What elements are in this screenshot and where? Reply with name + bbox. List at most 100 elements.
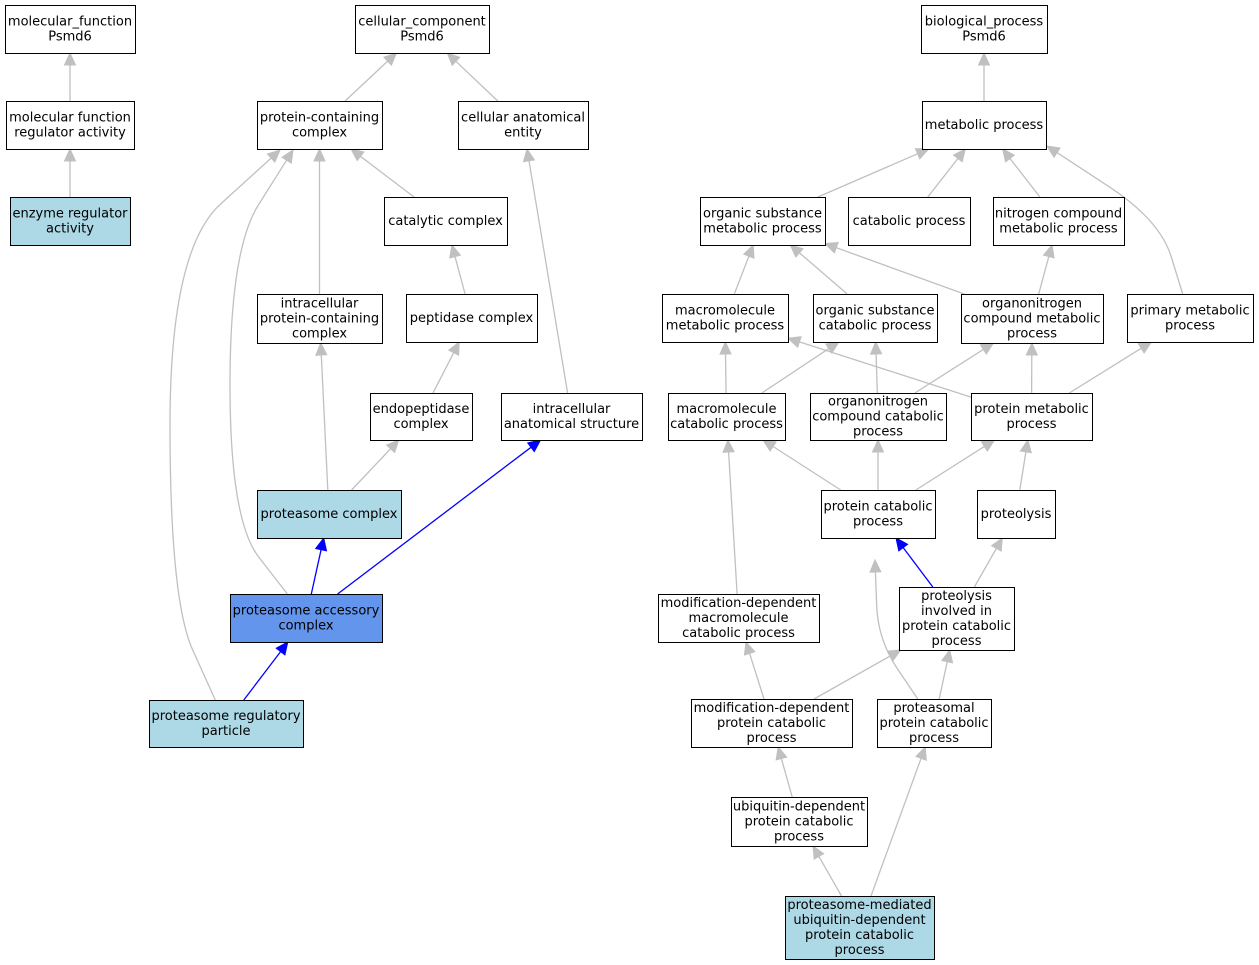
node-box (813, 294, 938, 343)
edge-line (938, 661, 948, 700)
node-box (662, 294, 789, 343)
edge-arrowhead (281, 148, 294, 164)
edge-line (432, 352, 455, 394)
edge-macro_met-to-org_sub_met (733, 243, 755, 295)
node-label-line: compound catabolic (812, 410, 944, 425)
node-label-line: metabolic process (666, 319, 785, 334)
node-label-line: catabolic process (853, 214, 966, 229)
node-metab[interactable]: metabolic process (922, 101, 1047, 150)
edge-arrowhead (63, 51, 77, 66)
node-label-line: cellular anatomical (461, 111, 585, 126)
node-box (785, 896, 935, 960)
edge-prot_cat-to-orgnitro_cat (871, 438, 885, 490)
node-label-line: catabolic process (670, 417, 783, 432)
edge-arrowhead (1137, 341, 1153, 354)
node-label-line: regulator activity (14, 126, 126, 141)
edge-mod_prot_cat-to-proteo_inv (813, 649, 902, 700)
node-label-line: complex (292, 126, 347, 141)
edge-arrowhead (522, 147, 536, 163)
edge-arrowhead (775, 745, 788, 761)
edge-arrowhead (742, 243, 755, 259)
edge-prot_cat-to-prot_met (915, 439, 996, 491)
node-label-line: peptidase complex (410, 311, 534, 326)
node-box (257, 101, 383, 150)
node-box (810, 393, 947, 441)
node-label-line: process (835, 943, 885, 958)
edge-proteasome-to-endopept (351, 439, 400, 491)
node-box (6, 101, 135, 150)
node-cat-complex[interactable]: catalytic complex (384, 197, 508, 246)
edge-line (360, 155, 415, 198)
edge-proteo_inv-to-prot_cat (895, 537, 934, 588)
node-label-line: protein metabolic (974, 402, 1089, 417)
node-label-line: Psmd6 (48, 30, 92, 45)
edge-arrowhead (789, 244, 804, 258)
node-box (10, 197, 131, 246)
node-label-line: proteolysis (921, 589, 992, 604)
edge-line (927, 158, 959, 198)
edge-orgnitro_cat-to-orgnitro_met (914, 342, 995, 394)
node-box (848, 197, 971, 246)
node-label-line: modification-dependent (694, 701, 850, 716)
edge-prot_met-to-macro_met (786, 336, 972, 398)
node-label-line: process (1007, 417, 1057, 432)
node-label-line: process (932, 634, 982, 649)
edge-line (243, 651, 282, 701)
node-label-line: involved in (921, 604, 992, 619)
edge-prot_access-to-intra_anat (337, 439, 542, 595)
node-catab[interactable]: catabolic process (848, 197, 971, 246)
edge-line (836, 247, 965, 295)
node-label-line: process (774, 830, 824, 845)
node-mod-macro-cat[interactable]: modification-dependentmacromoleculecatab… (658, 594, 820, 643)
node-label-line: protein catabolic (879, 716, 988, 731)
edge-line (798, 252, 848, 295)
edge-line (761, 348, 830, 394)
node-label-line: proteolysis (981, 507, 1052, 522)
node-label-line: proteasome-mediated (787, 898, 931, 913)
node-label-line: macromolecule (676, 402, 776, 417)
node-proteasome[interactable]: proteasome complex (257, 490, 402, 539)
edge-line (727, 451, 738, 595)
node-pept-complex[interactable]: peptidase complex (406, 294, 538, 343)
node-box (149, 700, 304, 748)
edge-line (874, 571, 919, 700)
edge-arrowhead (761, 439, 777, 453)
edge-line (914, 348, 984, 394)
edge-arrowhead (990, 536, 1003, 552)
edge-arrowhead (940, 648, 954, 664)
edge-line (813, 655, 891, 700)
node-box (922, 101, 1047, 150)
edge-line (454, 256, 466, 295)
node-proteolysis[interactable]: proteolysis (977, 490, 1056, 539)
edge-arrowhead (722, 438, 735, 453)
node-label-line: catabolic process (819, 319, 932, 334)
node-box (658, 594, 820, 643)
node-psome-ubiq[interactable]: proteasome-mediatedubiquitin-dependentpr… (785, 896, 935, 960)
